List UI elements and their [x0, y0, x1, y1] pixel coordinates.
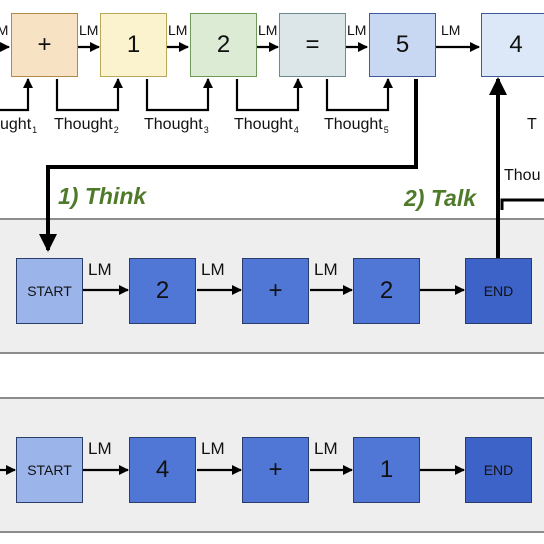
lm-label-r2-2: LM [201, 439, 225, 458]
token-box-r1-1: 2 [129, 258, 196, 324]
thought-loop-2 [55, 78, 123, 112]
lm-label-top-0: LM [0, 22, 9, 38]
thought-label-4: Thought4 [234, 116, 299, 135]
thought-loop-3 [145, 78, 213, 112]
start-box-1: START [16, 258, 83, 324]
lm-label-r1-3: LM [314, 260, 338, 279]
thought-label-1: ught1 [0, 116, 38, 135]
thought-label-5: Thought5 [324, 116, 389, 135]
thought-label-right-top: T [527, 116, 537, 133]
thought-label-right: Thou [504, 167, 541, 184]
lm-label-top-1: LM [79, 22, 99, 38]
lm-label-top-3: LM [258, 22, 278, 38]
right-thought-line [500, 198, 544, 210]
token-box-plus: + [11, 13, 78, 77]
token-box-four: 4 [481, 13, 544, 77]
end-box-2: END [465, 437, 532, 503]
think-phase-label: 1) Think [58, 183, 147, 209]
thought-label-3: Thought3 [144, 116, 209, 135]
token-box-two: 2 [190, 13, 257, 77]
token-box-r1-2: + [242, 258, 309, 324]
token-box-equals: = [279, 13, 346, 77]
lm-label-r1-2: LM [201, 260, 225, 279]
lm-label-top-4: LM [347, 22, 367, 38]
token-box-r2-2: + [242, 437, 309, 503]
lm-label-top-5: LM [441, 22, 461, 38]
end-box-1: END [465, 258, 532, 324]
start-box-2: START [16, 437, 83, 503]
lm-label-r2-1: LM [88, 439, 112, 458]
talk-phase-label: 2) Talk [404, 185, 477, 211]
thought-loop-4 [235, 78, 303, 112]
lm-label-r1-1: LM [88, 260, 112, 279]
token-box-r1-3: 2 [353, 258, 420, 324]
token-box-one: 1 [100, 13, 167, 77]
thought-label-2: Thought2 [54, 116, 119, 135]
thought-loop-1 [0, 78, 33, 112]
lm-label-r2-3: LM [314, 439, 338, 458]
token-box-r2-1: 4 [129, 437, 196, 503]
token-box-r2-3: 1 [353, 437, 420, 503]
lm-label-top-2: LM [168, 22, 188, 38]
thought-loop-5 [325, 78, 393, 112]
token-box-five: 5 [369, 13, 436, 77]
